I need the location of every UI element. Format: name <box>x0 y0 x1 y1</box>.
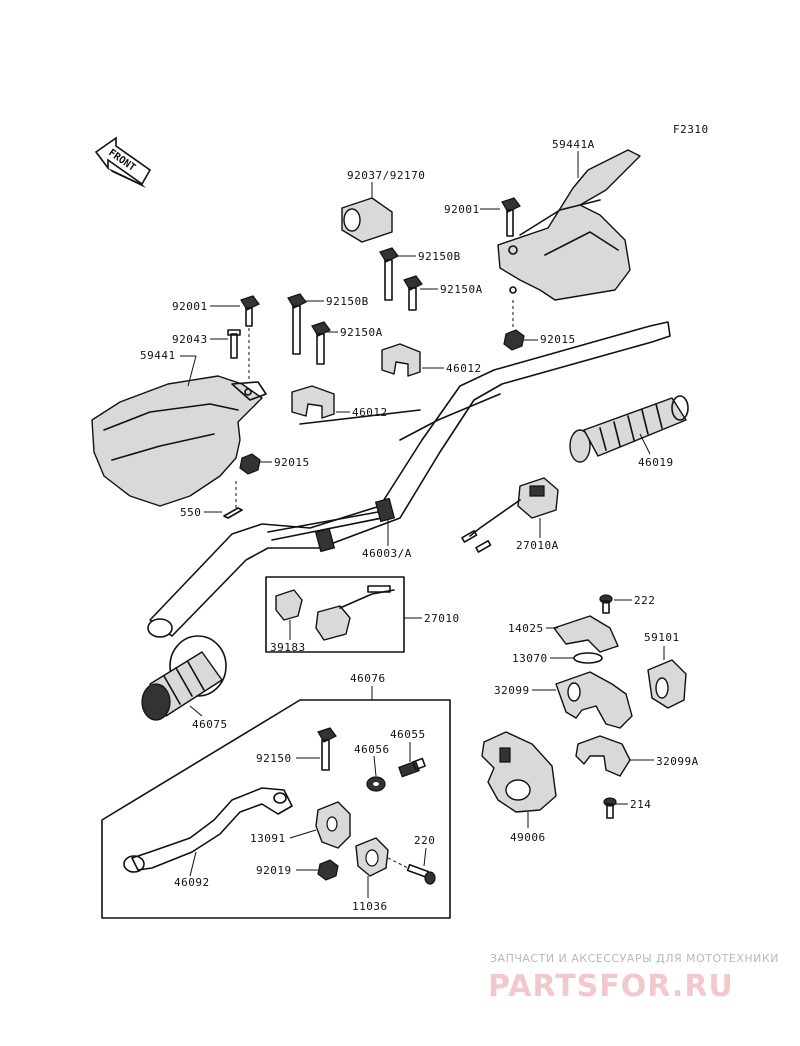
label-27010a: 27010A <box>516 539 559 552</box>
label-550: 550 <box>180 506 201 519</box>
bolt-92150b-upper <box>379 247 399 301</box>
bolt-92150b-left <box>287 293 307 355</box>
clamp-46012-lower <box>291 385 335 419</box>
label-46092: 46092 <box>174 876 210 889</box>
screw-214 <box>603 797 617 819</box>
housing-49006 <box>481 731 557 813</box>
switch-27010 <box>275 585 395 641</box>
screw-222 <box>599 594 613 614</box>
label-46012-upper: 46012 <box>446 362 482 375</box>
figure-code: F2310 <box>673 123 709 136</box>
bolt-92001-left <box>240 295 260 327</box>
adjuster-46055 <box>398 757 426 778</box>
switch-27010a <box>461 477 559 553</box>
label-59441: 59441 <box>140 349 176 362</box>
label-92150b-left: 92150B <box>326 295 369 308</box>
label-46056: 46056 <box>354 743 390 756</box>
collar-11036 <box>355 837 389 877</box>
label-46075: 46075 <box>192 718 228 731</box>
clamp-46012-upper <box>381 343 421 377</box>
clamp-32099a <box>575 735 631 777</box>
label-92150a-upper: 92150A <box>440 283 483 296</box>
label-14025: 14025 <box>508 622 544 635</box>
label-92015-right: 92015 <box>540 333 576 346</box>
label-13070: 13070 <box>512 652 548 665</box>
holder-32099 <box>555 671 633 729</box>
handlebar <box>147 321 671 638</box>
label-92001-right: 92001 <box>444 203 480 216</box>
grip-46019-right <box>569 395 689 463</box>
label-46055: 46055 <box>390 728 426 741</box>
label-13091: 13091 <box>250 832 286 845</box>
label-27010: 27010 <box>424 612 460 625</box>
label-92001-left: 92001 <box>172 300 208 313</box>
label-46012-lower: 46012 <box>352 406 388 419</box>
label-46019: 46019 <box>638 456 674 469</box>
label-222: 222 <box>634 594 655 607</box>
label-46076: 46076 <box>350 672 386 685</box>
left-handguard <box>91 375 267 507</box>
pin-550 <box>223 507 243 519</box>
nut-92015-left <box>239 453 261 475</box>
washer-46056 <box>366 776 386 792</box>
lever-assembly-box <box>101 699 451 919</box>
pin-92043 <box>227 329 241 359</box>
bolt-92150-lower <box>317 727 337 771</box>
label-92019: 92019 <box>256 864 292 877</box>
right-handguard <box>497 149 641 301</box>
nut-92019 <box>317 859 339 881</box>
bolt-92150a-upper <box>403 275 423 311</box>
watermark-tagline: ЗАПЧАСТИ И АКСЕССУАРЫ ДЛЯ МОТОТЕХНИКИ <box>490 952 779 965</box>
watermark-logo: PARTSFOR.RU <box>488 969 734 1004</box>
label-214: 214 <box>630 798 651 811</box>
lever-46092 <box>123 787 293 873</box>
nut-92015-right <box>503 329 525 351</box>
collar-92037 <box>341 197 393 243</box>
label-49006: 49006 <box>510 831 546 844</box>
label-32099a: 32099A <box>656 755 699 768</box>
front-arrow-icon: FRONT <box>94 136 152 188</box>
label-39183: 39183 <box>270 641 306 654</box>
switch-assembly-box <box>265 576 405 653</box>
band-13070 <box>573 652 603 664</box>
label-59101: 59101 <box>644 631 680 644</box>
label-11036: 11036 <box>352 900 388 913</box>
screw-220 <box>406 863 436 885</box>
label-32099: 32099 <box>494 684 530 697</box>
label-92015-left: 92015 <box>274 456 310 469</box>
label-220: 220 <box>414 834 435 847</box>
label-92150b-upper: 92150B <box>418 250 461 263</box>
holder-13091 <box>315 801 351 849</box>
label-92150a-left: 92150A <box>340 326 383 339</box>
bolt-92150a-left <box>311 321 331 365</box>
label-92037: 92037/92170 <box>347 169 425 182</box>
bracket-14025 <box>553 615 619 653</box>
guard-59101 <box>647 659 687 709</box>
label-46003: 46003/A <box>362 547 412 560</box>
bolt-92001-right <box>501 197 521 237</box>
grip-46075-left <box>141 635 227 721</box>
label-92043: 92043 <box>172 333 208 346</box>
label-59441a: 59441A <box>552 138 595 151</box>
label-92150: 92150 <box>256 752 292 765</box>
